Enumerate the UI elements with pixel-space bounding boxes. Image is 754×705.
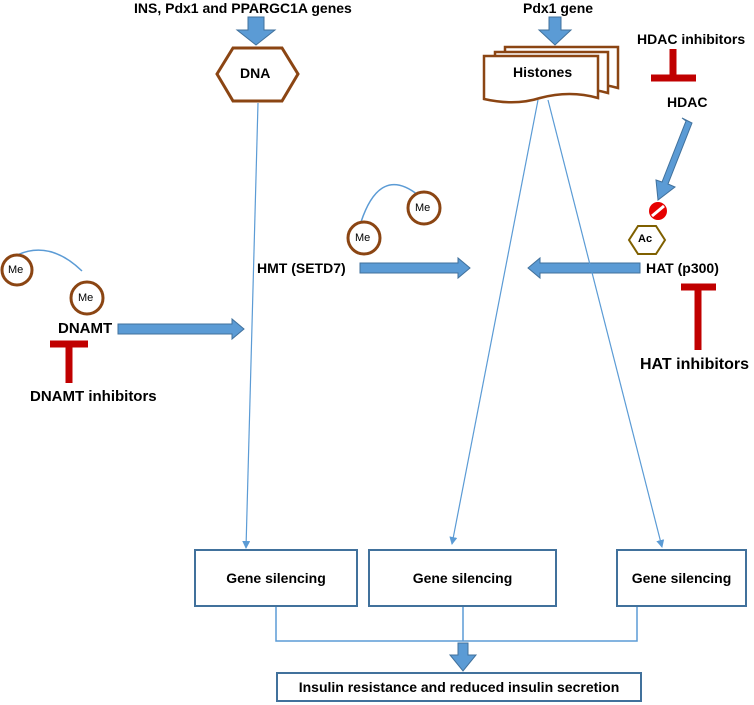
me-label-4: Me <box>415 202 431 214</box>
dnamt-inhibitors-label: DNAMT inhibitors <box>30 388 157 405</box>
hat-arrow <box>527 256 641 280</box>
hdac-to-ac-arrow <box>655 117 693 201</box>
hmt-label: HMT (SETD7) <box>257 260 346 276</box>
histone-silencing-connector-left <box>449 99 539 545</box>
dna-genes-label: INS, Pdx1 and PPARGC1A genes <box>134 0 352 16</box>
final-outcome-box: Insulin resistance and reduced insulin s… <box>276 672 642 702</box>
histones-label: Histones <box>513 64 573 80</box>
me-circle-3 <box>346 220 382 256</box>
dna-silencing-connector <box>242 102 259 549</box>
hdac-label: HDAC <box>667 94 708 110</box>
gene-silencing-box-2: Gene silencing <box>368 549 557 607</box>
hdac-inhibitors-label: HDAC inhibitors <box>637 31 746 47</box>
histones-stack-front <box>482 54 600 104</box>
hat-label: HAT (p300) <box>646 260 719 276</box>
hat-inhibitors-label: HAT inhibitors <box>640 356 750 373</box>
dnamt-label: DNAMT <box>58 320 113 337</box>
histone-input-arrow <box>537 16 573 46</box>
histone-silencing-connector-right <box>547 99 665 548</box>
gene-silencing-box-3: Gene silencing <box>616 549 747 607</box>
me-label-3: Me <box>355 232 371 244</box>
me-circle-1 <box>0 253 34 287</box>
me-circle-2 <box>69 280 105 316</box>
gene-silencing-box-1: Gene silencing <box>194 549 358 607</box>
histone-gene-label: Pdx1 gene <box>523 0 594 16</box>
dna-label: DNA <box>240 65 271 81</box>
me-label-2: Me <box>78 292 94 304</box>
final-arrow <box>448 642 478 672</box>
me-label-1: Me <box>8 264 24 276</box>
me-circle-4 <box>406 190 442 226</box>
dnamt-arrow <box>117 317 245 341</box>
ac-hexagon <box>627 225 667 255</box>
ac-label: Ac <box>638 233 653 245</box>
dna-hexagon <box>215 46 300 103</box>
hmt-arrow <box>359 256 471 280</box>
dna-input-arrow <box>235 16 277 46</box>
merge-connector <box>275 607 638 642</box>
